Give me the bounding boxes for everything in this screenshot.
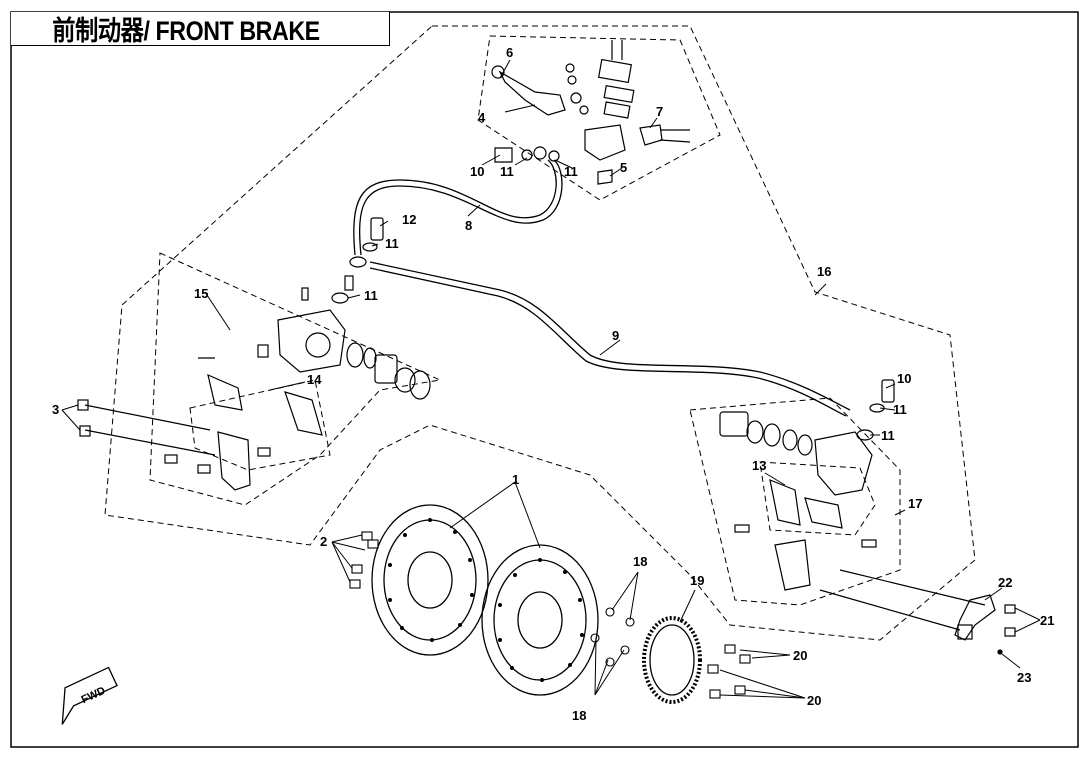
callout-4: 4 (478, 110, 486, 125)
callout-7: 7 (656, 104, 663, 119)
pad-left-b (284, 391, 323, 436)
callout-1: 1 (512, 472, 519, 487)
caliper-body-right (814, 431, 873, 496)
callout-11-f: 11 (881, 428, 895, 443)
callout-18-bottom: 18 (572, 708, 586, 723)
pad-left-a (207, 373, 243, 411)
reservoir-plate (603, 101, 631, 119)
callout-10-top: 10 (470, 164, 484, 179)
disc-right-hub (517, 591, 563, 649)
callout-11-a: 11 (500, 164, 514, 179)
brake-discs (371, 504, 702, 704)
switch-5 (597, 169, 613, 185)
lever-tip (491, 65, 505, 79)
callout-14: 14 (307, 372, 322, 387)
callout-5: 5 (620, 160, 627, 175)
callout-22: 22 (998, 575, 1012, 590)
group-master-cylinder-outline (477, 35, 721, 201)
master-cylinder-body (584, 124, 626, 161)
disc-right-outer (481, 544, 599, 696)
clamp-7 (639, 124, 663, 146)
callout-9: 9 (612, 328, 619, 343)
bracket-right (774, 539, 811, 591)
title-box: 前制动器/ FRONT BRAKE (11, 12, 390, 46)
bracket-left (217, 431, 251, 491)
pad-right-a (769, 479, 801, 526)
callout-11-c: 11 (385, 236, 399, 251)
callout-12: 12 (402, 212, 416, 227)
group-13-outline (759, 461, 876, 536)
brake-hose-9 (369, 261, 851, 417)
group-16-outline (104, 25, 976, 641)
fwd-arrow: FWD (61, 666, 118, 725)
leader-lines (61, 59, 1041, 699)
master-cylinder (491, 40, 691, 185)
right-caliper (719, 379, 986, 631)
callout-19: 19 (690, 573, 704, 588)
brake-hose-8 (353, 159, 563, 256)
page-title: 前制动器/ FRONT BRAKE (52, 16, 320, 46)
callouts: 1 2 3 4 5 6 7 8 9 10 10 11 11 11 11 11 1… (52, 45, 1054, 723)
disc-left-hub (407, 551, 453, 609)
group-outlines (104, 25, 976, 641)
abs-ring (642, 616, 702, 704)
callout-20-top: 20 (793, 648, 807, 663)
callout-8: 8 (465, 218, 472, 233)
outer-border (10, 11, 1079, 748)
callout-23: 23 (1017, 670, 1031, 685)
callout-2: 2 (320, 534, 327, 549)
callout-17: 17 (908, 496, 922, 511)
callout-11-d: 11 (364, 288, 378, 303)
callout-3: 3 (52, 402, 59, 417)
callout-20-bottom: 20 (807, 693, 821, 708)
disc-holes (388, 518, 584, 682)
callout-16: 16 (817, 264, 831, 279)
abs-sensor-22 (954, 594, 1016, 655)
brake-lever (498, 70, 566, 116)
callout-21: 21 (1040, 613, 1054, 628)
diaphragm (603, 84, 635, 104)
pad-right-b (804, 497, 843, 529)
caliper-body-left (277, 309, 346, 373)
banjo-bolt-10 (494, 147, 513, 163)
callout-10-right: 10 (897, 371, 911, 386)
callout-6: 6 (506, 45, 513, 60)
group-15-outline (149, 252, 442, 506)
group-14-outline (189, 379, 331, 471)
callout-18-top: 18 (633, 554, 647, 569)
left-caliper (77, 287, 431, 491)
callout-11-b: 11 (564, 164, 578, 179)
callout-11-e: 11 (893, 402, 907, 417)
group-17-outline (689, 397, 901, 606)
callout-13: 13 (752, 458, 766, 473)
disc-left-outer (371, 504, 489, 656)
disc-fasteners (349, 531, 751, 699)
callout-15: 15 (194, 286, 208, 301)
reservoir-cap (597, 58, 633, 84)
